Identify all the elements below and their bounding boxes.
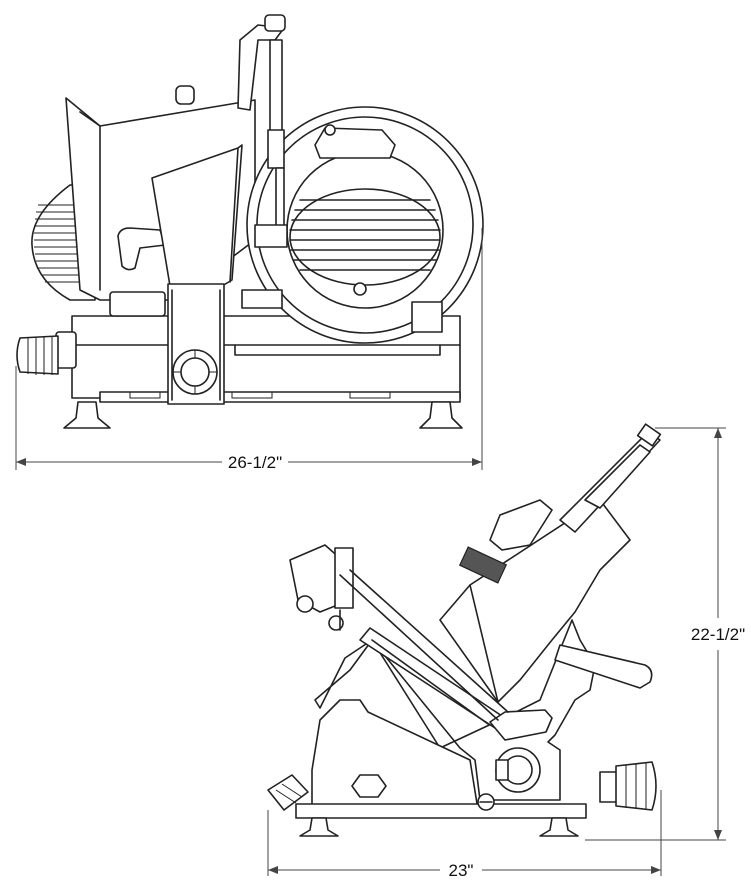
side-handle — [554, 644, 653, 689]
dimension-side-height: 22-1/2" — [585, 427, 745, 841]
front-foot-left — [63, 401, 111, 429]
hex-badge — [351, 774, 387, 798]
side-pusher — [489, 499, 553, 551]
side-upper-housing — [439, 499, 631, 703]
side-guard-block — [289, 544, 354, 631]
dimension-side-width: 23" — [267, 790, 662, 880]
pusher-arm — [237, 14, 288, 248]
control-box — [109, 291, 166, 317]
side-view-slicer — [267, 423, 662, 837]
blade-assembly — [246, 106, 484, 344]
dimension-label-side-height: 22-1/2" — [691, 625, 745, 644]
dimension-label-top-width: 26-1/2" — [228, 453, 282, 472]
carriage-column — [151, 144, 243, 405]
front-view-slicer — [15, 14, 484, 470]
tray-handle — [117, 227, 166, 271]
thickness-knob — [16, 331, 77, 375]
side-rear-knob — [599, 761, 657, 811]
side-front-knob — [267, 774, 309, 811]
dimension-top-width: 26-1/2" — [16, 453, 482, 472]
dimension-label-side-width: 23" — [449, 861, 474, 880]
front-foot-right — [419, 401, 463, 429]
side-gear-knob — [495, 747, 541, 793]
blade-grill — [289, 199, 441, 271]
